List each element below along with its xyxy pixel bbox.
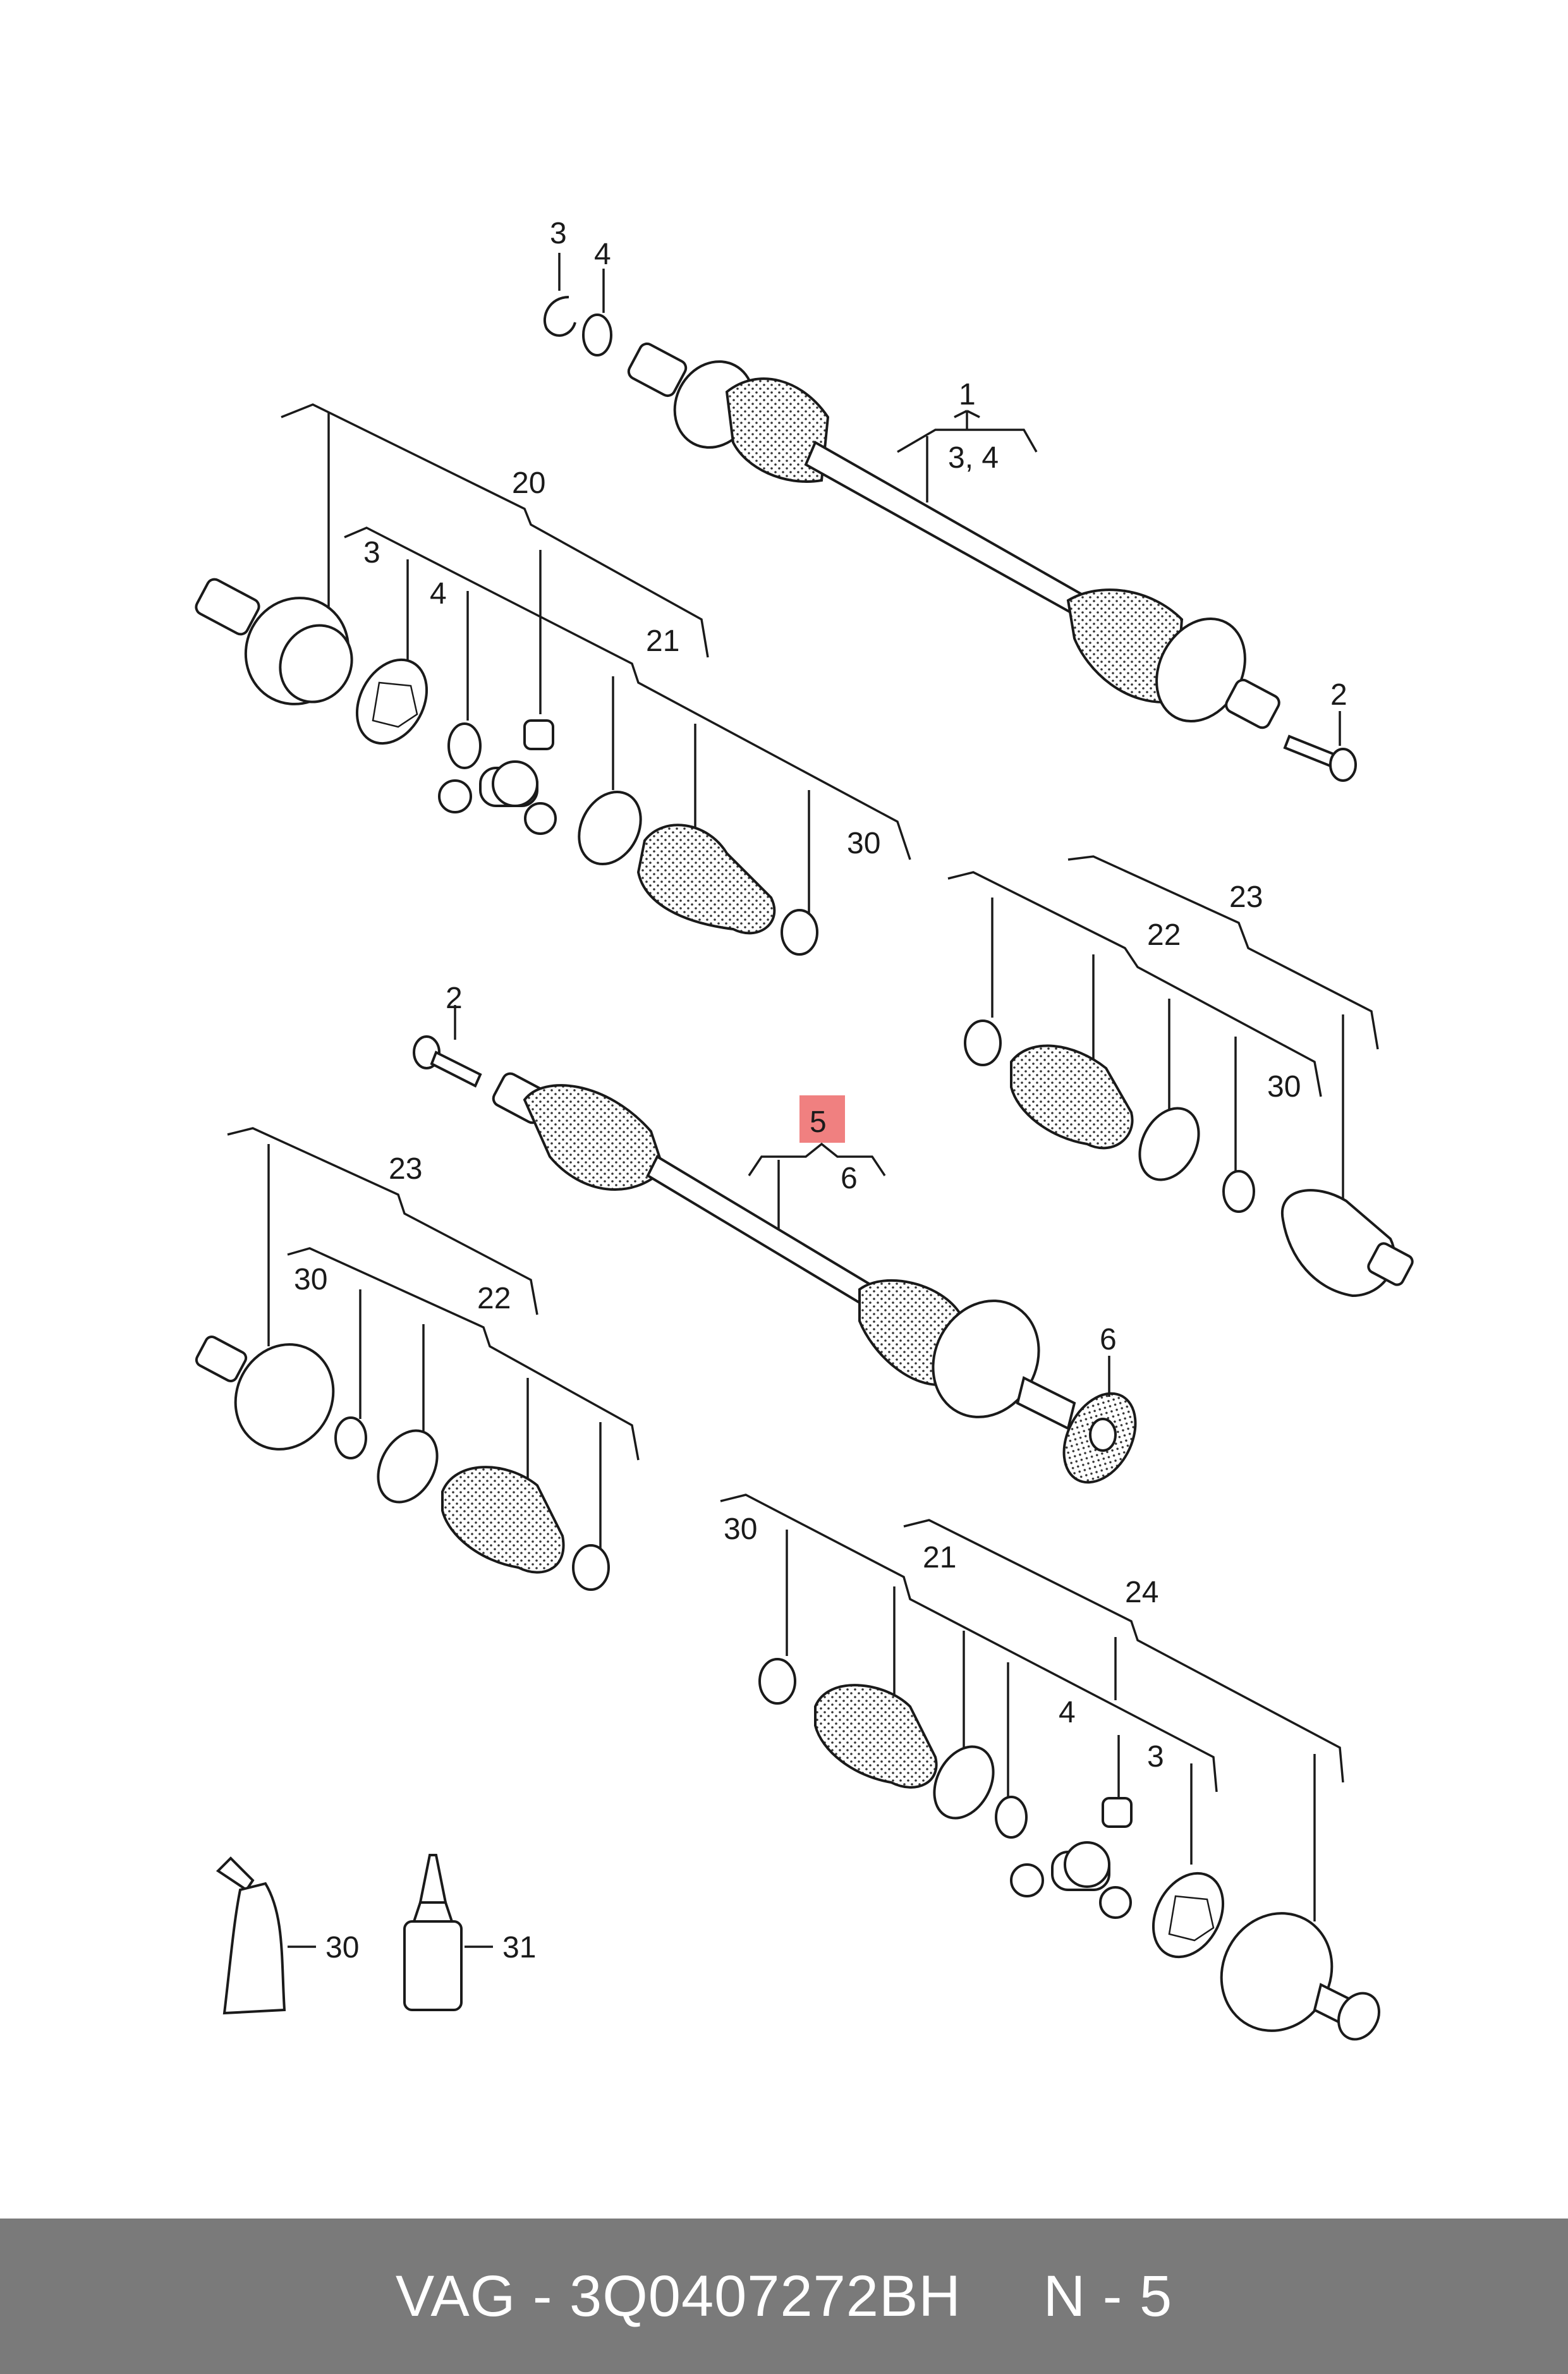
clamp-21-large[interactable] bbox=[567, 781, 653, 875]
label-1: 1 bbox=[959, 378, 976, 411]
label-4-lower: 4 bbox=[1059, 1696, 1076, 1729]
label-2-top: 2 bbox=[1330, 678, 1347, 712]
label-3-top: 3 bbox=[550, 217, 567, 250]
clamp-small-right[interactable] bbox=[964, 1020, 1002, 1066]
clamp-21-lower[interactable] bbox=[923, 1736, 1006, 1828]
outer-joint-23-left[interactable] bbox=[194, 1327, 351, 1467]
joint-housing-20[interactable] bbox=[193, 576, 367, 722]
bolt-2-top[interactable] bbox=[1283, 734, 1357, 782]
joint-housing-24[interactable] bbox=[1201, 1894, 1387, 2050]
callout-bracket-5 bbox=[748, 1095, 886, 1229]
callout-bracket-20 bbox=[281, 403, 911, 929]
flange-plate-3-lower[interactable] bbox=[1140, 1861, 1237, 1969]
position-text: N - 5 bbox=[1043, 2263, 1173, 2328]
label-22-left: 22 bbox=[477, 1282, 511, 1315]
label-30-grease: 30 bbox=[325, 1931, 359, 1964]
circlip-right[interactable] bbox=[1222, 1170, 1255, 1213]
label-4-top: 4 bbox=[594, 238, 611, 271]
label-31: 31 bbox=[502, 1931, 536, 1964]
boot-22-right[interactable] bbox=[1010, 1044, 1134, 1150]
label-30-left: 30 bbox=[294, 1263, 327, 1296]
label-4-mid: 4 bbox=[430, 577, 447, 611]
clamp-small-top[interactable] bbox=[781, 909, 818, 956]
ring-4-top[interactable] bbox=[582, 313, 612, 356]
label-3-mid: 3 bbox=[363, 536, 380, 569]
circlip-4-lower[interactable] bbox=[995, 1796, 1028, 1839]
label-30-lower: 30 bbox=[724, 1513, 757, 1546]
flange-plate-3[interactable] bbox=[343, 648, 441, 756]
label-24: 24 bbox=[1125, 1576, 1158, 1609]
bolt-2-mid[interactable] bbox=[413, 1035, 482, 1088]
callout-bracket-24 bbox=[720, 1494, 1344, 1921]
label-23-right: 23 bbox=[1229, 880, 1263, 914]
sealant-bottle-31[interactable] bbox=[403, 1854, 463, 2011]
clamp-small-left[interactable] bbox=[572, 1544, 610, 1591]
boot-21-lower[interactable] bbox=[814, 1684, 938, 1789]
label-21-top: 21 bbox=[646, 624, 679, 658]
callout-bracket-23-left bbox=[227, 1127, 640, 1549]
clamp-22-left[interactable] bbox=[367, 1420, 449, 1512]
callout-bracket-23-right bbox=[947, 855, 1379, 1220]
grease-tube-30[interactable] bbox=[216, 1856, 286, 2015]
label-3-lower: 3 bbox=[1147, 1740, 1164, 1774]
label-21-lower: 21 bbox=[923, 1541, 956, 1574]
part-number-text: VAG - 3Q0407272BH bbox=[395, 2263, 961, 2328]
circlip-4-mid[interactable] bbox=[447, 722, 482, 769]
label-6-bracket: 6 bbox=[841, 1162, 858, 1195]
drive-shaft-1[interactable] bbox=[626, 341, 1282, 737]
circlip-left[interactable] bbox=[334, 1416, 367, 1459]
clamp-small-lower[interactable] bbox=[758, 1658, 796, 1705]
outer-joint-23-right[interactable] bbox=[1280, 1189, 1414, 1298]
label-22-right: 22 bbox=[1147, 918, 1181, 952]
circlip-3-top[interactable] bbox=[543, 296, 576, 337]
exploded-parts-diagram: 1 3, 4 3 4 2 20 3 4 21 30 bbox=[193, 217, 1414, 2050]
footer-bar: VAG - 3Q0407272BH N - 5 bbox=[0, 2219, 1568, 2374]
label-5[interactable]: 5 bbox=[810, 1105, 827, 1139]
label-23-left: 23 bbox=[389, 1152, 422, 1186]
label-2-mid: 2 bbox=[446, 982, 463, 1015]
label-30-right: 30 bbox=[1267, 1070, 1301, 1104]
boot-21[interactable] bbox=[636, 824, 776, 935]
boot-22-left[interactable] bbox=[441, 1466, 565, 1574]
tripod-joint-lower[interactable] bbox=[1010, 1797, 1133, 1919]
highlight-5 bbox=[799, 1095, 845, 1143]
drive-shaft-5[interactable] bbox=[491, 1071, 1150, 1494]
tripod-joint[interactable] bbox=[438, 719, 557, 835]
label-20: 20 bbox=[512, 466, 545, 500]
label-30-top: 30 bbox=[847, 827, 880, 860]
callout-bracket-1 bbox=[897, 410, 1038, 502]
label-6-flange: 6 bbox=[1100, 1323, 1117, 1356]
label-3-4: 3, 4 bbox=[948, 441, 999, 475]
clamp-22-right[interactable] bbox=[1128, 1098, 1211, 1190]
